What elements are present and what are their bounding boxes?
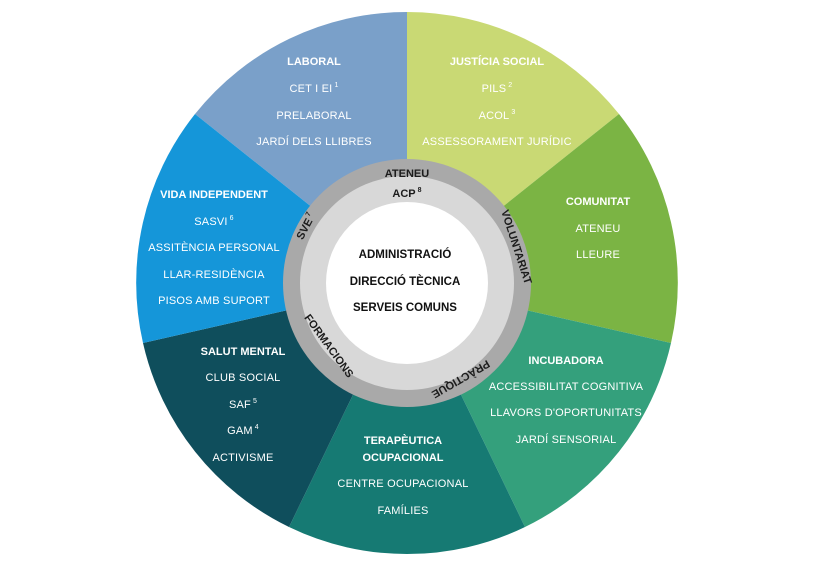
terapeutica-group: TERAPÈUTICA OCUPACIONAL CENTRE OCUPACION… [337, 434, 468, 517]
terapeutica-title-line1: TERAPÈUTICA [364, 434, 442, 447]
salut-mental-item[interactable]: ACTIVISME [212, 452, 273, 464]
terapeutica-title-line2: OCUPACIONAL [362, 452, 443, 464]
vida-independent-item[interactable]: LLAR-RESIDÈNCIA [163, 268, 265, 281]
comunitat-group: COMUNITAT ATENEU LLEURE [566, 196, 631, 261]
laboral-item[interactable]: JARDÍ DELS LLIBRES [256, 135, 371, 148]
justicia-social-item[interactable]: ASSESSORAMENT JURÍDIC [422, 135, 571, 148]
terapeutica-item[interactable]: CENTRE OCUPACIONAL [337, 478, 468, 490]
terapeutica-item[interactable]: FAMÍLIES [377, 504, 428, 517]
salut-mental-item[interactable]: CLUB SOCIAL [206, 372, 281, 384]
core-circle [326, 202, 488, 364]
comunitat-item[interactable]: ATENEU [575, 223, 620, 235]
comunitat-item[interactable]: LLEURE [576, 249, 620, 261]
core-label-serveis-comuns[interactable]: SERVEIS COMUNS [353, 302, 457, 314]
vida-independent-item[interactable]: PISOS AMB SUPORT [158, 295, 270, 307]
core-label-administracio[interactable]: ADMINISTRACIÓ [359, 248, 452, 261]
laboral-title: LABORAL [287, 56, 341, 68]
segment-terapeutica[interactable] [289, 283, 525, 555]
core-group: ADMINISTRACIÓ DIRECCIÓ TÈCNICA SERVEIS C… [350, 248, 461, 314]
ring-label-ateneu[interactable]: ATENEU [385, 168, 429, 180]
vida-independent-title: VIDA INDEPENDENT [160, 189, 268, 201]
incubadora-group: INCUBADORA ACCESSIBILITAT COGNITIVA LLAV… [489, 355, 644, 446]
comunitat-title: COMUNITAT [566, 196, 631, 208]
incubadora-item[interactable]: JARDÍ SENSORIAL [516, 433, 617, 446]
incubadora-title: INCUBADORA [528, 355, 603, 367]
core-label-direccio-tecnica[interactable]: DIRECCIÓ TÈCNICA [350, 275, 461, 288]
incubadora-item[interactable]: LLAVORS D'OPORTUNITATS [490, 407, 642, 419]
salut-mental-title: SALUT MENTAL [201, 346, 286, 358]
justicia-social-title: JUSTÍCIA SOCIAL [450, 55, 545, 68]
vida-independent-item[interactable]: ASSITÈNCIA PERSONAL [148, 241, 280, 254]
incubadora-item[interactable]: ACCESSIBILITAT COGNITIVA [489, 381, 644, 393]
laboral-item[interactable]: PRELABORAL [276, 110, 351, 122]
